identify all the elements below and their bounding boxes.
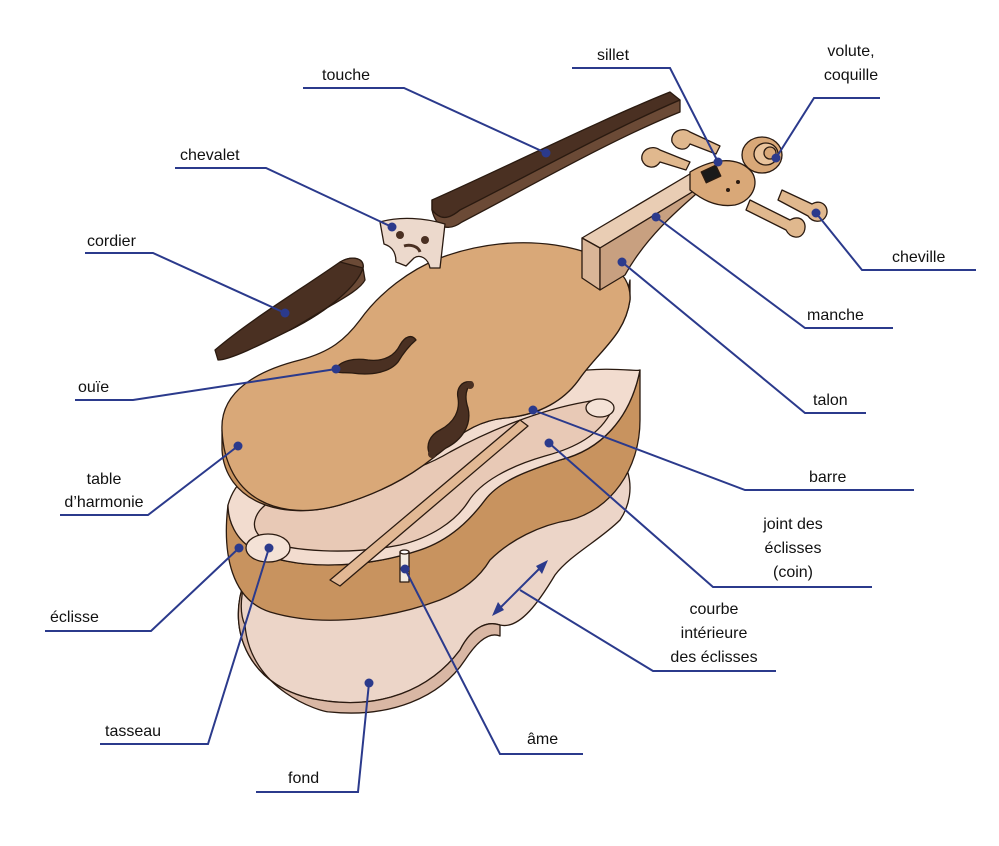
fingerboard [431,91,681,228]
label-joint-line2: éclisses [765,540,822,557]
label-fond: fond [288,770,319,787]
tailpiece [214,257,366,361]
label-touche: touche [322,67,370,84]
label-volute-line2: coquille [824,67,878,84]
label-courbe-line1: courbe [690,601,739,618]
label-chevalet: chevalet [180,147,240,164]
label-eclisse: éclisse [50,609,99,626]
labels: sillet volute, coquille touche chevalet … [50,43,945,787]
label-tasseau: tasseau [105,723,161,740]
label-ouie: ouïe [78,379,109,396]
pegs [641,128,828,238]
label-volute-line1: volute, [827,43,874,60]
label-courbe-line2: intérieure [681,625,748,642]
label-cheville: cheville [892,249,945,266]
label-talon: talon [813,392,848,409]
scroll-head [689,136,783,207]
ribs [225,368,641,621]
bass-bar [329,419,529,587]
bridge [379,217,446,269]
label-courbe-line3: des éclisses [670,649,757,666]
double-arrow-icon [492,560,548,616]
label-ame: âme [527,731,558,748]
label-joint-line3: (coin) [773,564,813,581]
label-table-line2: d’harmonie [64,494,143,511]
label-table-line1: table [87,471,122,488]
label-joint-line1: joint des [762,516,823,533]
f-hole-left [334,335,417,375]
leader-dot-icon [233,148,821,688]
label-manche: manche [807,307,864,324]
label-sillet: sillet [597,47,630,64]
label-cordier: cordier [87,233,137,250]
leader-lines [45,67,976,793]
top-plate [221,242,631,512]
label-barre: barre [809,469,846,486]
